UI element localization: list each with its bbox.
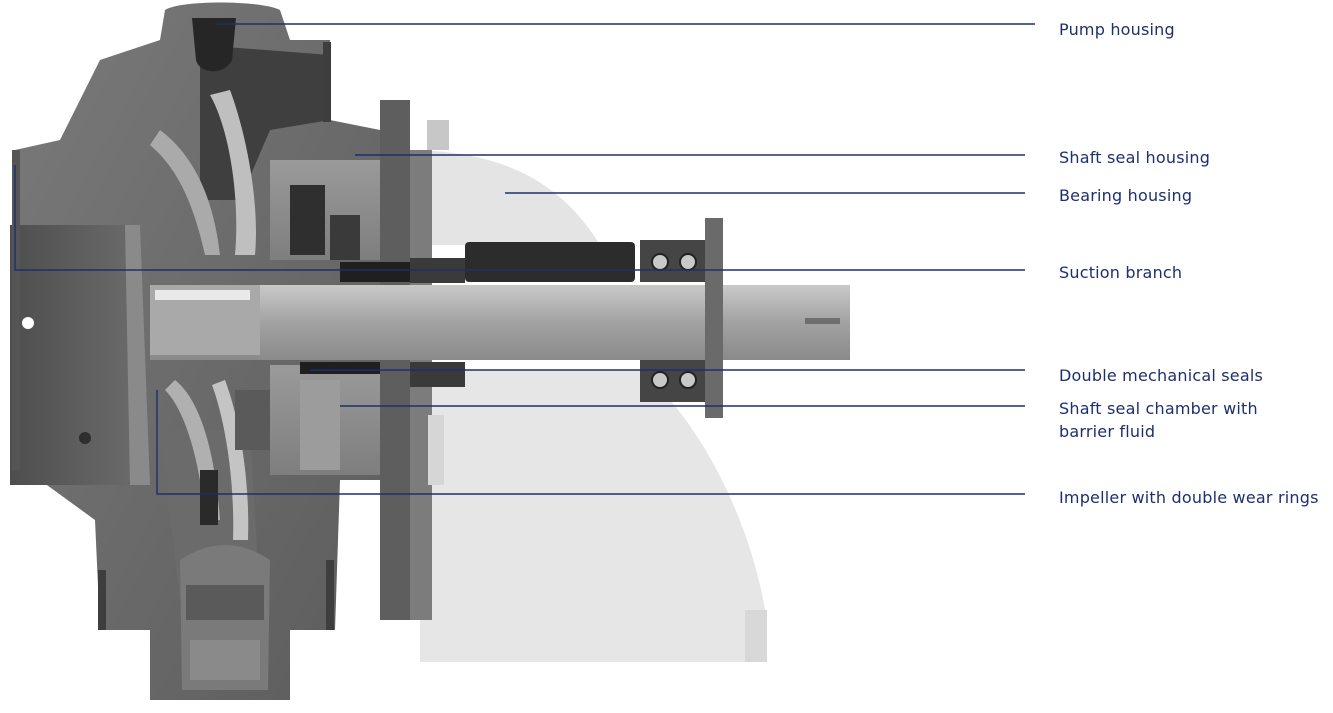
label-impeller: Impeller with double wear rings (1059, 488, 1319, 507)
label-pump-housing: Pump housing (1059, 20, 1175, 39)
label-double-mechanical-seals: Double mechanical seals (1059, 366, 1264, 385)
bearing-housing-body (405, 150, 767, 662)
label-bearing-housing: Bearing housing (1059, 186, 1193, 205)
label-shaft-seal-chamber: Shaft seal chamber with barrier fluid (1059, 399, 1258, 441)
leader-suction-branch (14, 165, 1025, 271)
impeller-body (150, 90, 270, 540)
leader-impeller (156, 390, 1025, 495)
shaft-body (150, 285, 850, 360)
leader-lines (14, 23, 1035, 495)
bearings-and-seals (300, 218, 723, 418)
label-suction-branch: Suction branch (1059, 263, 1183, 282)
label-shaft-seal-housing: Shaft seal housing (1059, 148, 1211, 167)
